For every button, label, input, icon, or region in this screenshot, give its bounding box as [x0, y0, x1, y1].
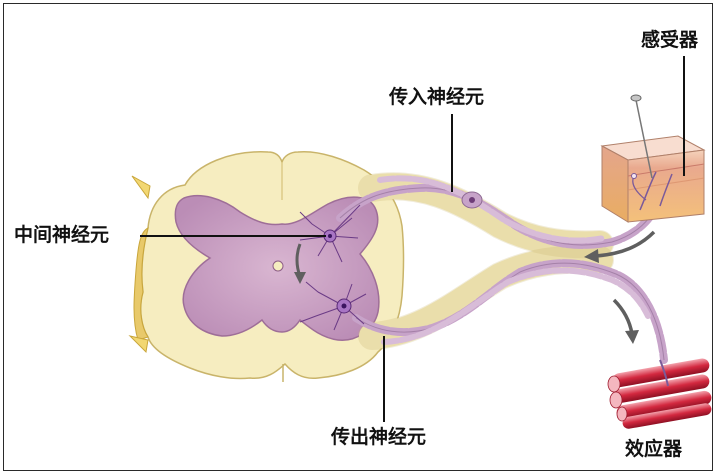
- signal-arrow-out-head: [625, 330, 639, 344]
- ganglion-cell: [462, 192, 482, 208]
- receptor-skin: [602, 136, 704, 222]
- efferent-neuron-label: 传出神经元: [331, 428, 426, 447]
- interneuron-label: 中间神经元: [14, 226, 109, 245]
- signal-arrow-out: [614, 300, 632, 334]
- central-canal: [273, 261, 283, 271]
- receptor-label: 感受器: [641, 31, 698, 50]
- effector-muscle: [608, 357, 712, 429]
- white-matter-notch-bottom: [130, 336, 148, 352]
- effector-label: 效应器: [625, 440, 682, 459]
- white-matter-notch-top: [132, 176, 150, 198]
- afferent-neuron-label: 传入神经元: [389, 88, 484, 107]
